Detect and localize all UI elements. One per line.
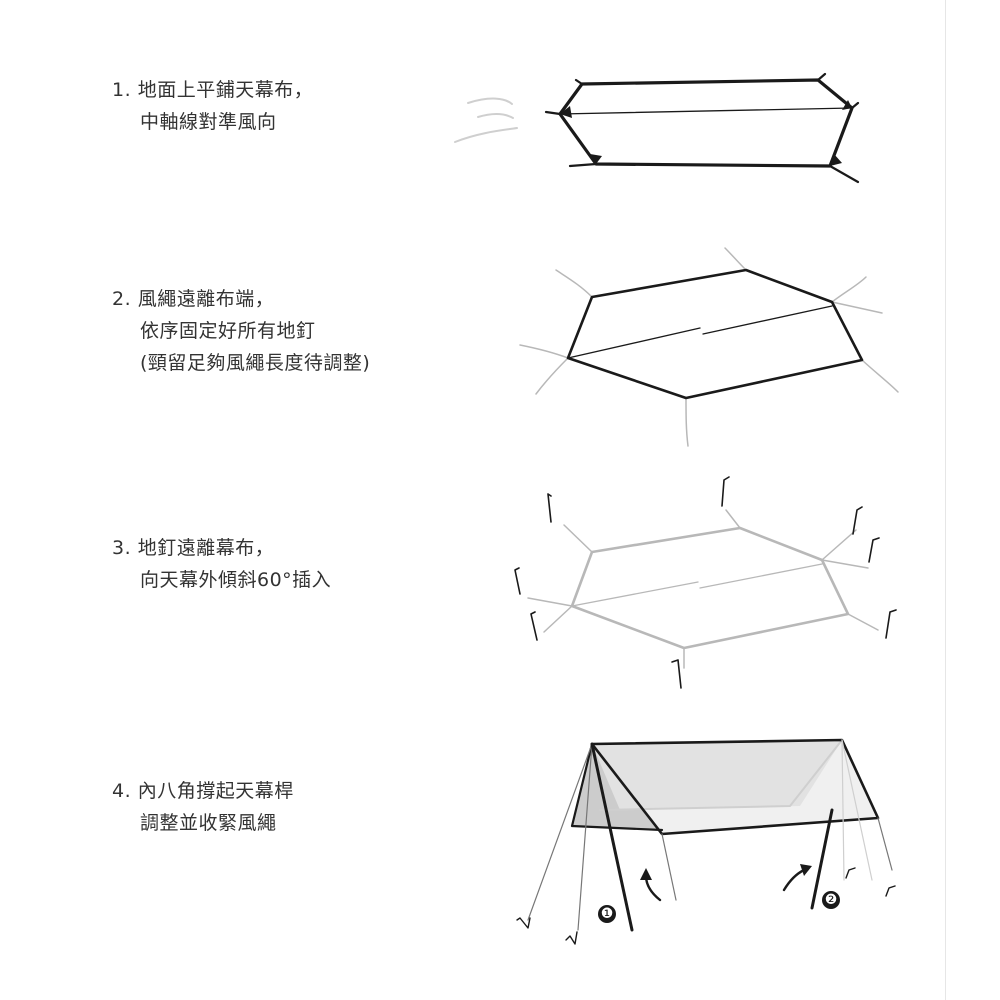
step-2-text-1: 風繩遠離布端， — [137, 288, 275, 310]
arrow-icon — [640, 864, 812, 902]
illustrations — [454, 72, 899, 945]
step-1-text-2: 中軸線對準風向 — [140, 111, 277, 133]
step-2-illustration — [519, 247, 899, 447]
step-4-text-1: 內八角撐起天幕桿 — [137, 780, 294, 802]
pole-marker-2: ❷ — [822, 891, 840, 909]
step-2-text-2: 依序固定好所有地釘 — [140, 320, 316, 342]
stakes-4 — [516, 867, 896, 945]
step-3-illustration — [514, 476, 897, 689]
pole-marker-1-label: ❶ — [600, 906, 614, 922]
pole-marker-1: ❶ — [598, 905, 616, 923]
step-3-line-1: 3. 地釘遠離幕布， — [112, 532, 331, 564]
step-4-text: 4. 內八角撐起天幕桿 調整並收緊風繩 — [112, 775, 294, 839]
pole-marker-2-label: ❷ — [824, 892, 838, 908]
faded-back-edge — [599, 739, 843, 811]
flat-tarp — [544, 72, 860, 184]
tent-stake-icon — [514, 476, 897, 689]
step-3-text: 3. 地釘遠離幕布， 向天幕外傾斜60°插入 — [112, 532, 331, 596]
step-1-line-1: 1. 地面上平鋪天幕布， — [112, 74, 313, 106]
poles — [590, 742, 834, 932]
step-4-number: 4. — [112, 780, 132, 802]
step-2-text: 2. 風繩遠離布端， 依序固定好所有地釘 (頸留足夠風繩長度待調整) — [112, 283, 370, 379]
step-4-text-2: 調整並收緊風繩 — [140, 812, 277, 834]
step-3-text-1: 地釘遠離幕布， — [137, 537, 275, 559]
step-2-number: 2. — [112, 288, 132, 310]
faded-guy-lines — [527, 509, 879, 669]
faded-tarp-outline — [570, 526, 850, 650]
step-2-text-3: (頸留足夠風繩長度待調整) — [140, 352, 371, 374]
faded-guy-lines-4 — [527, 739, 893, 931]
tarp-outline — [566, 268, 864, 400]
wind-icon — [454, 97, 518, 143]
step-3-number: 3. — [112, 537, 132, 559]
step-1-text-1: 地面上平鋪天幕布， — [137, 79, 314, 101]
step-3-text-2: 向天幕外傾斜60°插入 — [140, 569, 332, 591]
step-1-text: 1. 地面上平鋪天幕布， 中軸線對準風向 — [112, 74, 313, 138]
step-4-line-1: 4. 內八角撐起天幕桿 — [112, 775, 294, 807]
step-1-illustration — [454, 72, 860, 184]
page-divider — [945, 0, 946, 1000]
guy-lines — [519, 247, 899, 447]
step-2-line-1: 2. 風繩遠離布端， — [112, 283, 370, 315]
step-4-illustration — [516, 738, 896, 945]
step-1-number: 1. — [112, 79, 132, 101]
